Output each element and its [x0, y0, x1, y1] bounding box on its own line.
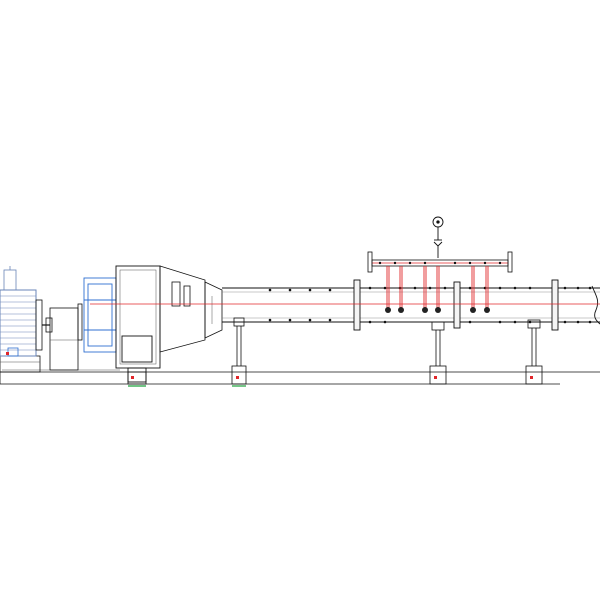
foot-markers	[6, 352, 533, 379]
blower-housing	[115, 265, 161, 383]
coupling-bearing	[45, 303, 83, 371]
base-frame	[0, 369, 600, 385]
main-duct	[222, 285, 600, 325]
electric-motor	[0, 266, 43, 357]
duct-bolts	[268, 286, 592, 324]
blower-blue-housing	[83, 277, 117, 353]
pressure-gauge	[432, 216, 444, 258]
fan-inlet-cone	[159, 265, 223, 353]
pressure-taps	[385, 266, 490, 313]
pressure-manifold	[367, 251, 513, 273]
support-stands	[127, 317, 543, 385]
motor-skid	[0, 355, 41, 373]
duct-flanges	[353, 279, 559, 331]
